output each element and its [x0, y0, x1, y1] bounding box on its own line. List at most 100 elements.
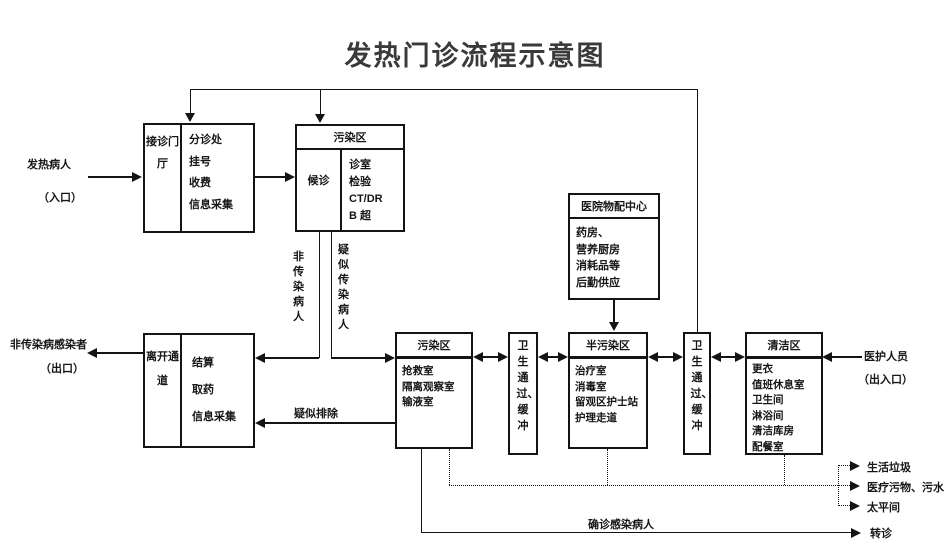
contaminated-bottom-item: 输液室	[402, 396, 434, 408]
flow-line	[320, 89, 321, 114]
arrow-left-icon	[648, 352, 658, 362]
arrow-right-icon	[498, 352, 508, 362]
contaminated-top-item: 检验	[349, 176, 371, 188]
household-garbage-label: 生活垃圾	[867, 462, 911, 474]
flow-line	[255, 176, 285, 178]
contaminated-bottom-item: 隔离观察室	[402, 380, 455, 393]
supply-center-item: 营养厨房	[576, 243, 620, 256]
flow-line	[656, 356, 674, 358]
arrow-right-icon	[850, 501, 860, 511]
arrow-right-icon	[558, 352, 568, 362]
clean-zone-item: 淋浴间	[752, 409, 784, 422]
dotted-line	[838, 465, 852, 466]
clean-zone-header: 清洁区	[747, 334, 821, 359]
clean-zone-item: 清洁库房	[752, 425, 794, 437]
arrow-left-icon	[822, 352, 832, 362]
semi-contaminated-item: 护理走道	[575, 411, 617, 424]
staff-entrance-label: （出入口）	[858, 374, 913, 386]
flow-line	[613, 300, 615, 323]
flow-line	[830, 356, 862, 358]
entrance-label: （入口）	[38, 192, 82, 204]
hygiene-pass-1-label: 卫生通过、缓冲	[516, 340, 539, 432]
clean-zone-item: 卫生间	[752, 394, 784, 406]
fever-patient-label: 发热病人	[27, 159, 71, 171]
hygiene-pass-2-label: 卫生通过、缓冲	[690, 340, 713, 432]
arrow-right-icon	[385, 353, 395, 363]
referral-label: 转诊	[870, 528, 892, 540]
arrow-right-icon	[673, 352, 683, 362]
flow-line	[546, 356, 559, 358]
arrow-down-icon	[185, 113, 195, 122]
clean-zone-item: 更衣	[752, 363, 773, 375]
arrow-left-icon	[255, 418, 265, 428]
arrow-right-icon	[850, 461, 860, 471]
medical-waste-label: 医疗污物、污水	[867, 482, 944, 494]
semi-contaminated-zone-box: 半污染区 治疗室 消毒室 留观区护士站 护理走道	[568, 332, 648, 449]
dotted-line	[607, 449, 608, 485]
arrow-left-icon	[711, 352, 721, 362]
semi-contaminated-item: 治疗室	[575, 365, 607, 377]
flow-line	[697, 89, 698, 332]
flow-line	[190, 89, 698, 90]
flow-line	[319, 231, 320, 358]
contaminated-zone-top-header: 污染区	[297, 126, 403, 150]
flow-line	[421, 449, 422, 533]
flow-line	[719, 356, 737, 358]
supply-center-item: 后勤供应	[576, 276, 620, 289]
contaminated-top-item: CT/DR	[349, 193, 383, 205]
supply-center-header: 医院物配中心	[570, 195, 658, 219]
leave-channel-item: 结算	[192, 357, 214, 369]
flow-line	[421, 532, 853, 533]
leave-channel-side-label: 离开通道	[145, 335, 182, 446]
mortuary-label: 太平间	[867, 502, 900, 514]
flow-line	[263, 422, 397, 424]
arrow-right-icon	[285, 172, 295, 182]
non-infectious-patient-label: 非传染病人	[293, 251, 304, 323]
arrow-down-icon	[609, 322, 619, 331]
flow-line	[481, 356, 500, 358]
non-infectious-exit-label: 非传染病感染者	[10, 339, 87, 351]
arrow-right-icon	[851, 528, 861, 538]
arrow-right-icon	[735, 352, 745, 362]
contaminated-zone-bottom-box: 污染区 抢救室 隔离观察室 输液室	[395, 332, 473, 449]
contaminated-top-item: B 超	[349, 210, 371, 222]
dotted-line	[838, 485, 852, 486]
suspected-infectious-patient-label: 疑似传染病人	[338, 244, 349, 331]
reception-hall-box: 接诊门厅 分诊处 挂号 收费 信息采集	[143, 123, 255, 233]
hygiene-pass-2-box: 卫生通过、缓冲	[683, 332, 713, 455]
arrow-left-icon	[255, 353, 265, 363]
flow-line	[88, 176, 132, 178]
exit-label: （出口）	[40, 363, 84, 375]
medical-staff-label: 医护人员	[864, 351, 908, 363]
reception-item: 挂号	[189, 155, 211, 168]
dotted-line	[449, 485, 838, 486]
arrow-left-icon	[473, 352, 483, 362]
confirmed-infected-label: 确诊感染病人	[588, 519, 654, 531]
supply-center-item: 消耗品等	[576, 260, 620, 272]
dotted-line	[449, 449, 450, 485]
arrow-right-icon	[850, 481, 860, 491]
flow-line	[331, 357, 387, 359]
arrow-left-icon	[538, 352, 548, 362]
leave-channel-item: 信息采集	[192, 411, 236, 423]
suspected-excluded-label: 疑似排除	[294, 408, 338, 420]
dotted-line	[784, 455, 785, 485]
supply-center-item: 药房、	[576, 227, 609, 239]
semi-contaminated-item: 留观区护士站	[575, 396, 638, 408]
reception-item: 信息采集	[189, 198, 233, 211]
reception-item: 分诊处	[189, 134, 222, 146]
clean-zone-item: 值班休息室	[752, 378, 805, 391]
clean-zone-item: 配餐室	[752, 440, 784, 453]
reception-hall-side-label: 接诊门厅	[145, 125, 182, 231]
arrow-right-icon	[132, 172, 142, 182]
arrow-down-icon	[315, 114, 325, 123]
arrow-left-icon	[87, 348, 97, 358]
dotted-line	[838, 505, 852, 506]
contaminated-bottom-item: 抢救室	[402, 365, 434, 377]
contaminated-zone-bottom-header: 污染区	[397, 334, 471, 359]
contaminated-zone-top-box: 污染区 候诊 诊室 检验 CT/DR B 超	[295, 124, 405, 232]
contaminated-top-item: 诊室	[349, 159, 371, 171]
waiting-area-label: 候诊	[297, 150, 342, 230]
flow-line	[331, 231, 332, 358]
supply-center-box: 医院物配中心 药房、 营养厨房 消耗品等 后勤供应	[568, 193, 660, 300]
